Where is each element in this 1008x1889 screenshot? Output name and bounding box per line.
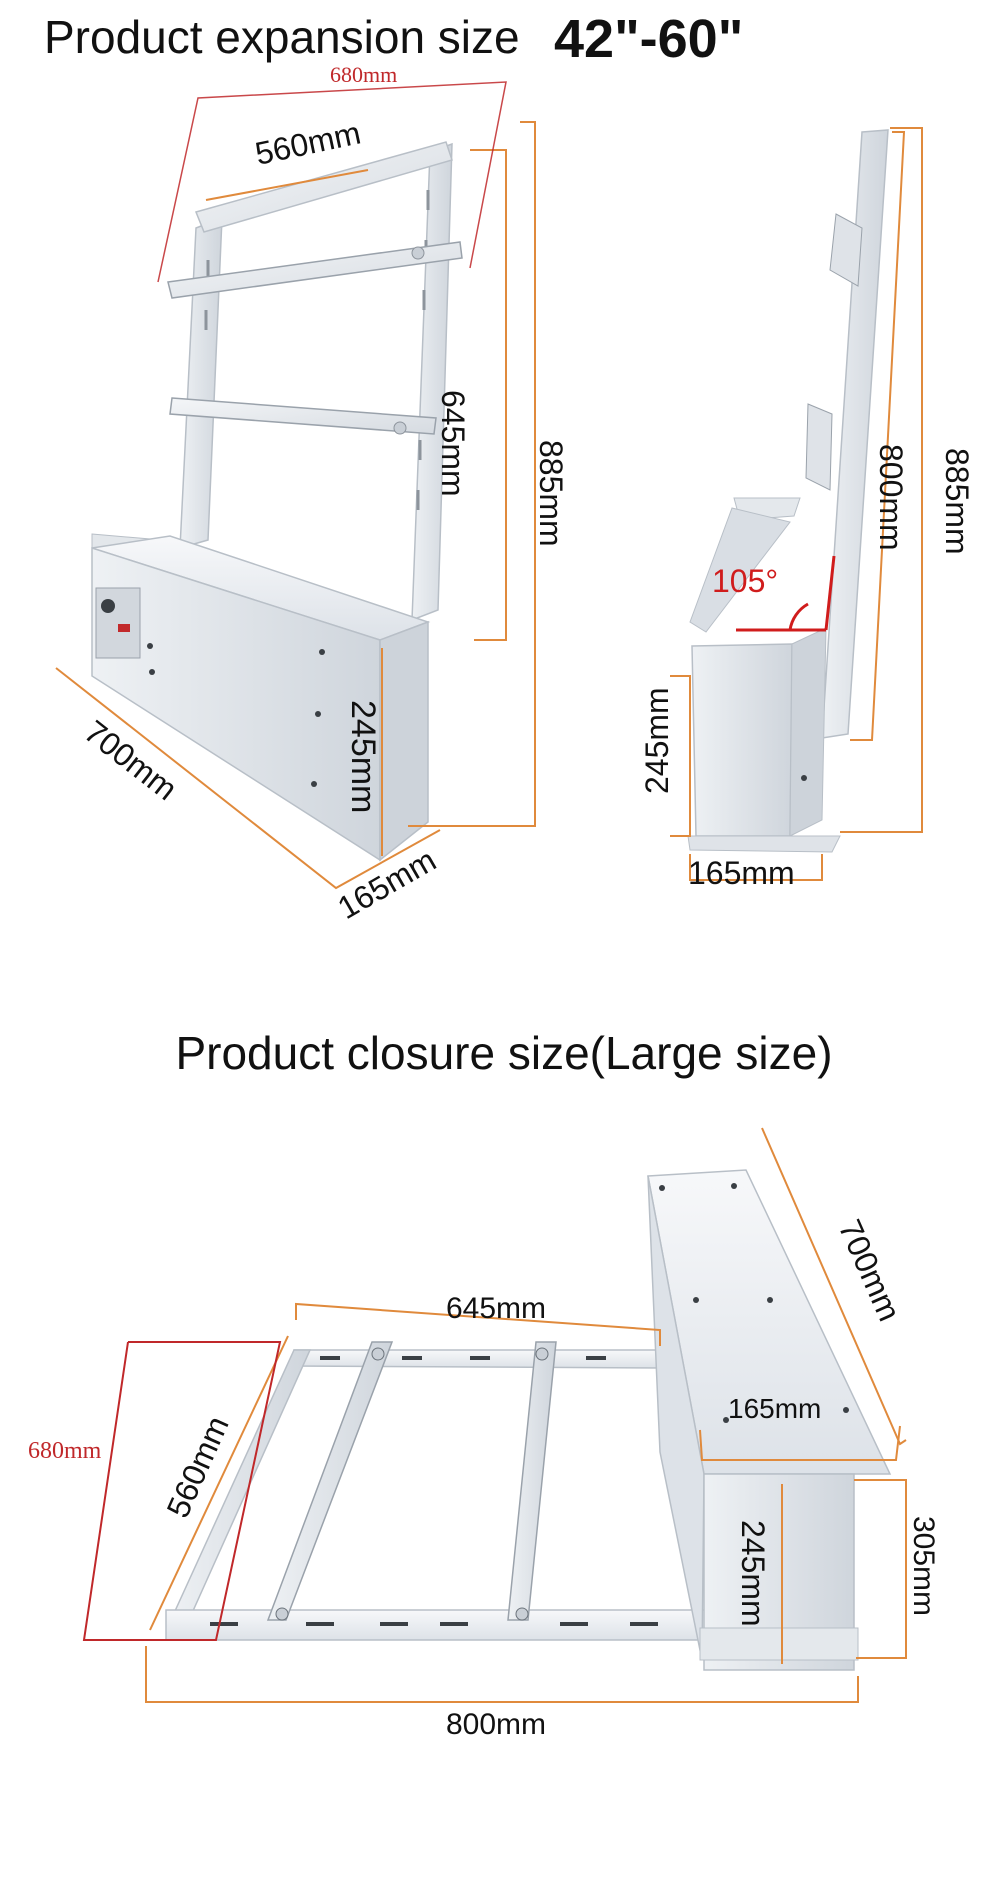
frame-right-post (411, 142, 453, 622)
arm-bolt (411, 246, 425, 260)
side-frame-height-label: 800mm (873, 444, 909, 551)
side-bracket-lower (805, 403, 833, 491)
frame-top-bar (194, 141, 453, 233)
closed-arm-right (507, 1341, 557, 1621)
front-dimension-lines (55, 121, 536, 890)
closure-size-title: Product closure size(Large size) (175, 1027, 833, 1079)
front-total-height-label: 885mm (533, 440, 569, 547)
closed-total-height-label: 305mm (907, 1516, 940, 1616)
side-frame-post (821, 129, 889, 739)
closed-box-length-label: 700mm (832, 1214, 908, 1326)
outer-width-outline (157, 81, 507, 283)
closed-box-height-label: 245mm (735, 1520, 771, 1627)
side-bracket-upper (829, 213, 863, 287)
closed-dimension-lines (145, 1127, 907, 1703)
expanded-side-view: 105° 800mm 885mm 245mm 165mm (639, 127, 975, 891)
side-dimension-lines (670, 127, 923, 881)
closed-view: 645mm 700mm 680mm 560mm 165mm 245mm 305m… (28, 1127, 940, 1741)
arm-bolt (393, 421, 407, 435)
front-width-frame-label: 560mm (252, 114, 364, 171)
mounting-arm-lower (169, 397, 437, 435)
closed-frame-length-label: 645mm (446, 1292, 546, 1325)
power-socket-icon (101, 599, 115, 613)
screen-size-range: 42"-60" (554, 9, 744, 69)
closed-box-depth-label: 165mm (728, 1393, 821, 1424)
side-box-body (691, 643, 793, 837)
closed-box-base (699, 1627, 859, 1661)
switch-icon (118, 624, 130, 632)
side-box-lid (689, 507, 791, 633)
control-panel (95, 587, 141, 659)
box-screws (147, 643, 325, 787)
rail-slots (210, 1356, 658, 1626)
post-slots (204, 190, 430, 510)
side-box-depth-label: 165mm (688, 855, 795, 891)
expanded-front-view: 680mm 560mm 645mm 885mm 245mm 700mm 165m… (55, 62, 569, 926)
closed-box-screws (659, 1183, 849, 1423)
closed-total-length-label: 800mm (446, 1708, 546, 1741)
angle-marker (736, 555, 836, 632)
closed-box-front (703, 1473, 855, 1671)
mounting-arm-upper (167, 241, 463, 299)
side-box-end (789, 627, 827, 837)
closed-outer-width-outline (82, 1341, 282, 1641)
side-total-height-label: 885mm (939, 448, 975, 555)
closed-width-outer-label: 680mm (28, 1438, 102, 1464)
closed-arm-left (266, 1341, 394, 1621)
expansion-size-title: Product expansion size (44, 11, 520, 63)
front-frame-height-label: 645mm (435, 390, 471, 497)
side-angle-label: 105° (712, 563, 778, 599)
front-width-top-outer-label: 680mm (330, 62, 397, 87)
side-box-height-label: 245mm (639, 687, 675, 794)
front-box-height-label: 245mm (344, 700, 382, 813)
box-end-face (379, 620, 429, 862)
frame-left-post (179, 216, 223, 550)
side-box-base (687, 835, 841, 853)
